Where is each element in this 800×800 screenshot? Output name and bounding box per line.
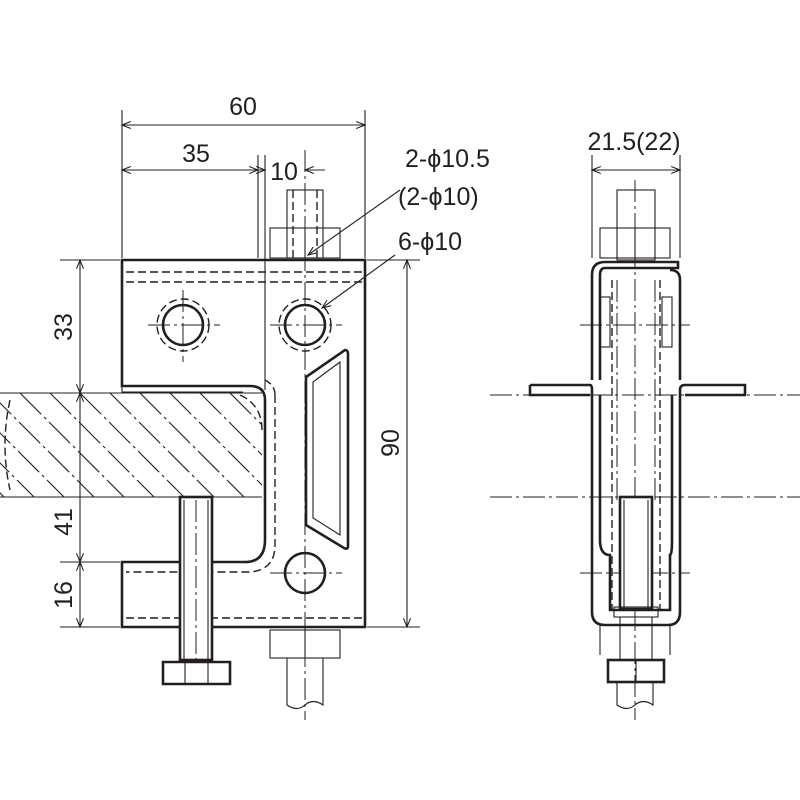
- front-dimensions: [60, 110, 420, 629]
- threaded-rod-bottom: [269, 629, 341, 710]
- dim-hole-offset: 10: [270, 158, 298, 186]
- hole-spec-1: 2-ϕ10.5: [405, 145, 490, 173]
- hole-left: [148, 290, 220, 362]
- side-dimensions: [590, 155, 682, 258]
- hole-right-bottom: [270, 551, 342, 595]
- dim-width-total: 60: [229, 93, 257, 121]
- side-rod-top: [599, 189, 671, 261]
- side-view: 21.5(22): [490, 128, 800, 720]
- dim-height-total: 90: [377, 429, 405, 457]
- dim-height-top: 33: [50, 313, 78, 341]
- hole-spec-1-alt: (2-ϕ10): [398, 183, 479, 211]
- bracket-body: [120, 240, 367, 629]
- beam-section: [0, 392, 263, 498]
- side-bolt: [599, 495, 671, 710]
- hole-right-top: [270, 298, 342, 352]
- clamp-bolt: [161, 495, 232, 686]
- dim-height-bottom: 16: [50, 581, 78, 609]
- dim-thickness: 21.5(22): [587, 128, 680, 156]
- front-view: 60 35 10 2-ϕ10.5 (2-ϕ10) 6-ϕ10 33 41 16 …: [0, 93, 490, 720]
- dim-width-hole: 35: [182, 140, 210, 168]
- hole-spec-2: 6-ϕ10: [398, 228, 462, 256]
- dim-height-beam: 41: [50, 508, 78, 536]
